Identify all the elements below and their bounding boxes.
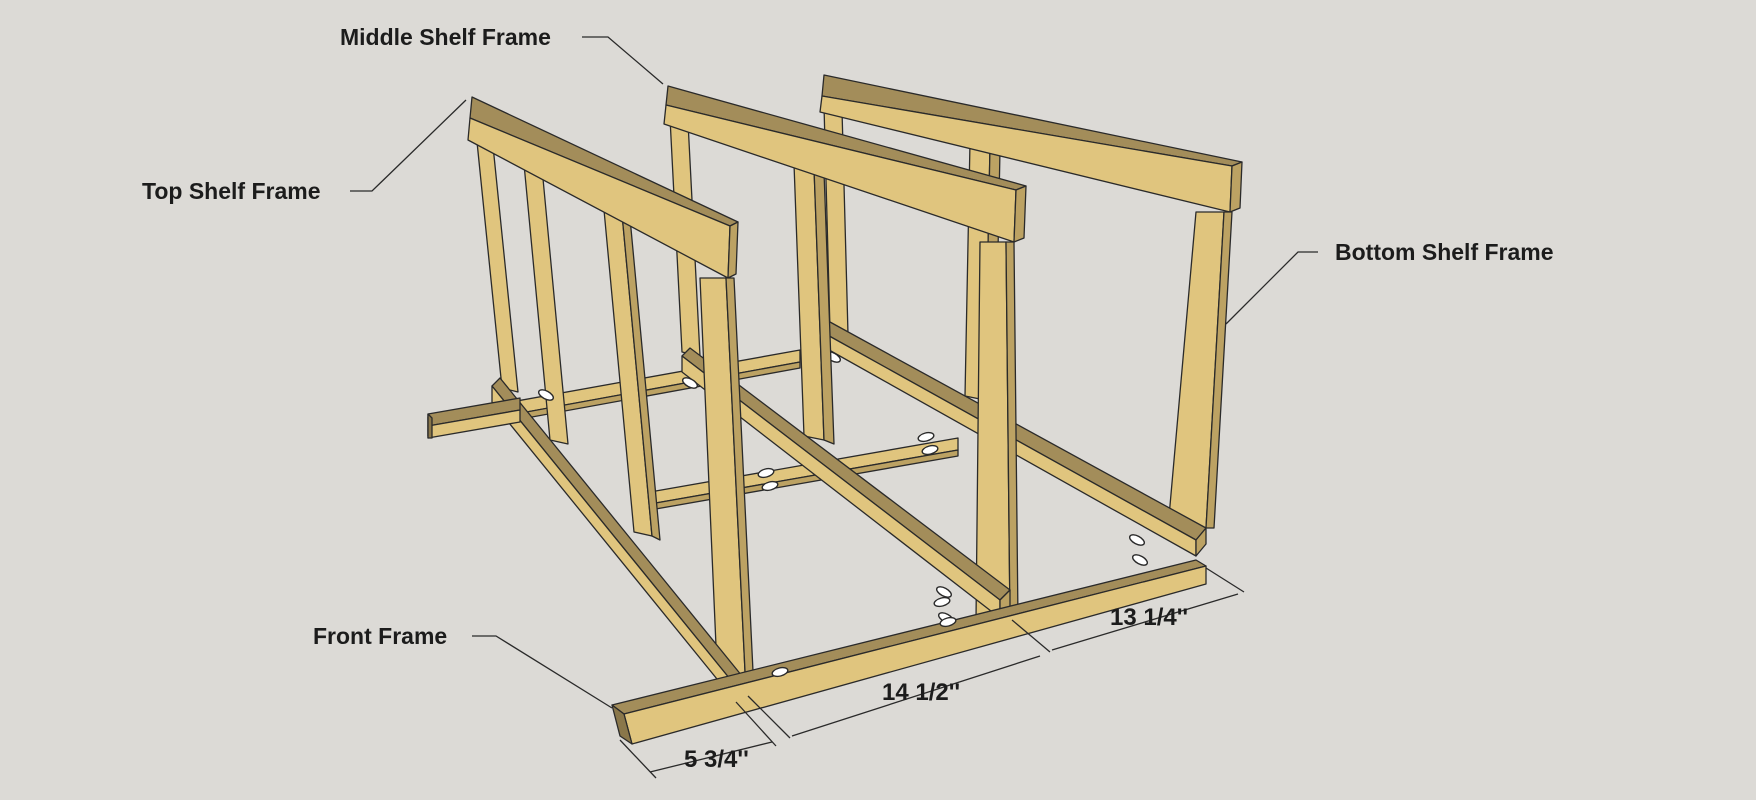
leader-bottom-shelf	[1225, 251, 1318, 325]
leader-top-shelf	[350, 99, 467, 192]
callout-bottom-shelf-frame: Bottom Shelf Frame	[1335, 239, 1554, 265]
dimension-label-5-3-4: 5 3/4''	[684, 746, 749, 773]
dimension-label-13-1-4: 13 1/4''	[1110, 604, 1189, 631]
callout-middle-shelf-frame: Middle Shelf Frame	[340, 24, 551, 50]
dimension-label-14-1-2: 14 1/2''	[882, 679, 961, 706]
leader-middle-shelf	[582, 36, 664, 85]
callout-top-shelf-frame: Top Shelf Frame	[142, 178, 321, 204]
front-frame	[611, 559, 1207, 745]
leader-front-frame	[472, 635, 613, 709]
top-shelf-frame	[467, 96, 779, 701]
left-foot-slat	[427, 397, 521, 439]
middle-shelf-frame	[663, 85, 1027, 624]
leader-lines	[350, 36, 1318, 709]
dimension-lines	[619, 567, 1245, 779]
callout-front-frame: Front Frame	[313, 623, 448, 649]
